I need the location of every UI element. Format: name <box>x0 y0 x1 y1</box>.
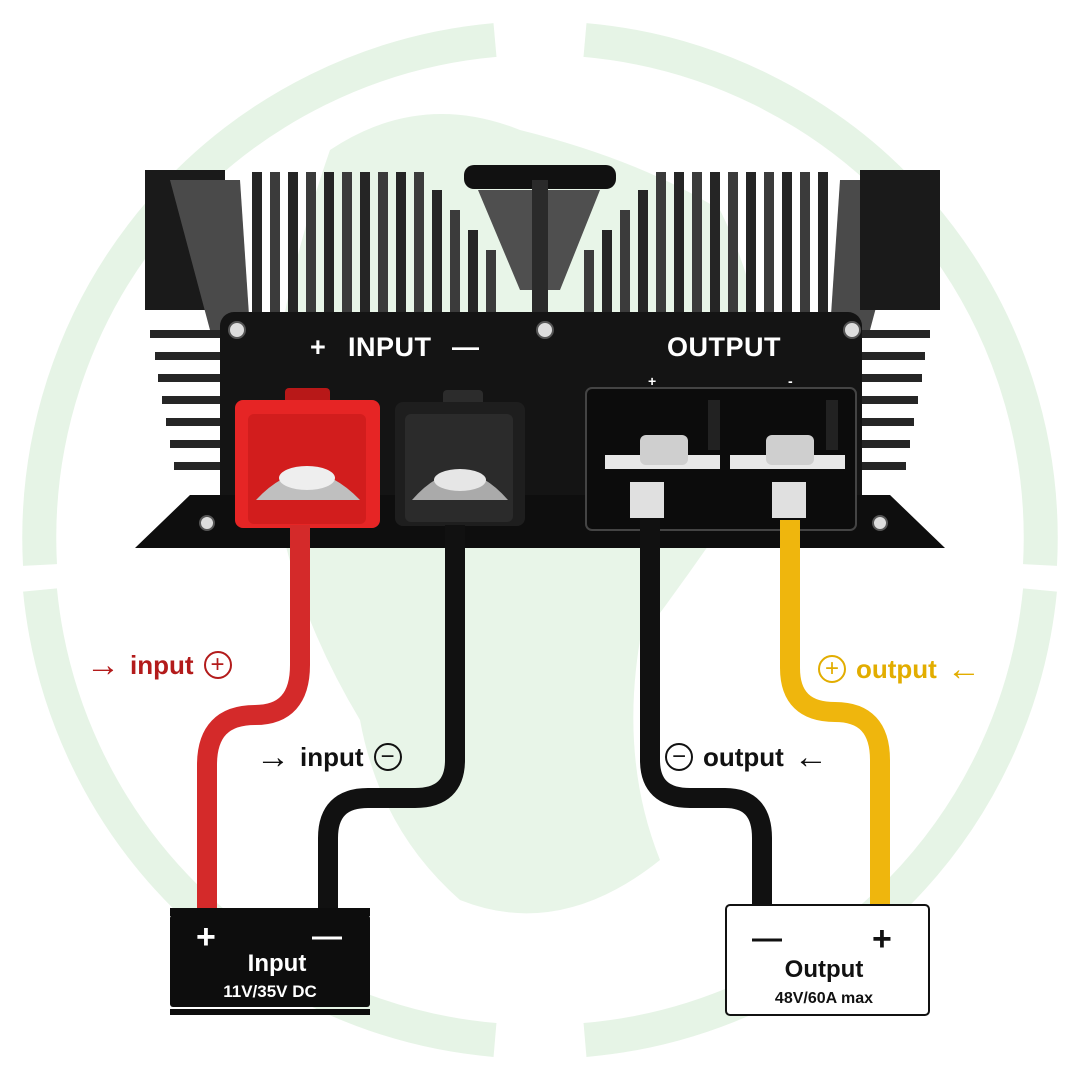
output-load-box <box>725 904 930 1016</box>
output-negative-label: − output ← <box>665 740 828 774</box>
output-box-plus: + <box>872 920 892 958</box>
input-source-box <box>170 908 370 1015</box>
output-box-title: Output <box>784 956 864 983</box>
input-negative-terminal <box>395 390 525 526</box>
output-positive-label: + output ← <box>818 652 981 686</box>
input-minus-mark: — <box>452 332 480 362</box>
minus-circle-icon: − <box>373 743 402 771</box>
minus-circle-icon: − <box>665 743 693 771</box>
input-negative-text: input <box>300 741 364 772</box>
arrow-right-icon: → <box>256 738 290 776</box>
output-positive-text: output <box>856 653 937 684</box>
output-title: OUTPUT <box>667 332 781 362</box>
input-box-plus: + <box>196 918 216 956</box>
input-box-minus: — <box>312 920 342 953</box>
output-negative-wire <box>640 520 772 908</box>
output-negative-text: output <box>703 741 784 772</box>
input-positive-wire <box>197 525 310 918</box>
input-negative-wire <box>318 525 465 918</box>
arrow-left-icon: ← <box>946 650 981 688</box>
plus-circle-icon: + <box>203 651 232 679</box>
output-positive-wire <box>780 520 890 908</box>
heatsink-fins <box>145 165 940 470</box>
input-box-title: Input <box>247 950 307 977</box>
output-box-spec: 48V/60A max <box>774 990 874 1007</box>
input-negative-label: → input − <box>256 740 402 774</box>
plus-circle-icon: + <box>818 655 846 683</box>
input-positive-text: input <box>130 649 194 680</box>
output-box-minus: — <box>752 922 782 955</box>
wires <box>197 520 890 918</box>
output-terminal-block <box>585 387 857 531</box>
arrow-left-icon: ← <box>793 738 828 776</box>
input-plus-mark: + <box>310 332 327 362</box>
input-positive-terminal <box>235 388 380 528</box>
input-title: INPUT <box>348 332 432 362</box>
mounting-screws <box>199 321 888 531</box>
input-box-spec: 11V/35V DC <box>223 982 317 1001</box>
output-plus-mark: + <box>648 373 657 389</box>
output-minus-mark: - <box>788 373 793 389</box>
input-positive-label: → input + <box>86 648 232 682</box>
arrow-right-icon: → <box>86 646 120 684</box>
